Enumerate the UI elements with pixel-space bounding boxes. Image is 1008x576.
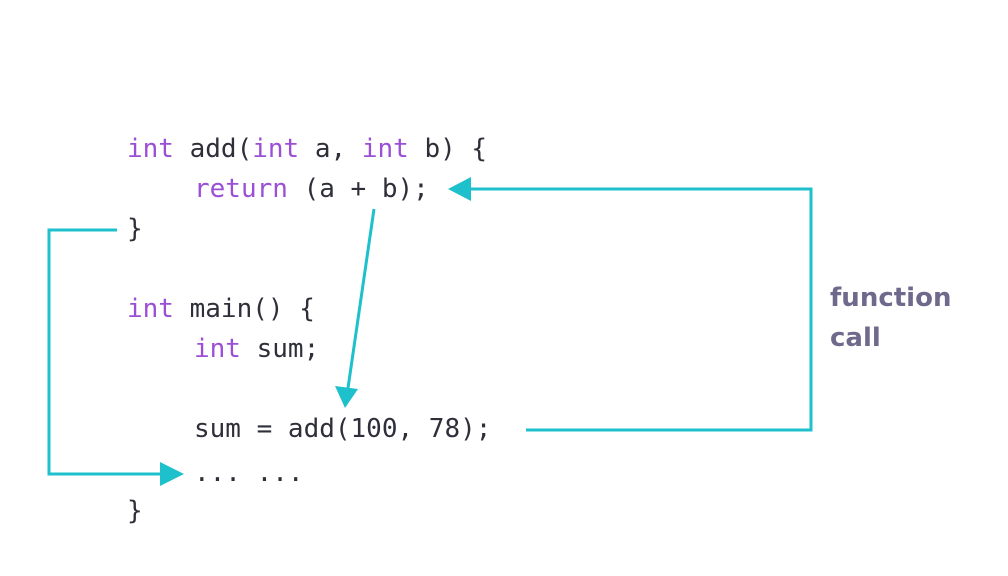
control-return-arrow-head bbox=[160, 462, 184, 486]
keyword-int: int bbox=[252, 134, 300, 164]
code-text: sum = add(100, 78); bbox=[194, 414, 492, 444]
closing-brace: } bbox=[127, 214, 143, 244]
control-return-arrow-line bbox=[47, 228, 162, 476]
code-text: add( bbox=[173, 134, 253, 164]
closing-brace: } bbox=[127, 496, 143, 526]
code-line-call-add: sum = add(100, 78); bbox=[194, 414, 491, 444]
code-text: b) { bbox=[408, 134, 488, 164]
code-line-close-main: } bbox=[127, 496, 143, 526]
call-arrow-line bbox=[470, 187, 813, 432]
annotation-line-function: function bbox=[830, 283, 952, 313]
keyword-int: int bbox=[194, 334, 241, 364]
call-arrow-head bbox=[448, 177, 471, 201]
keyword-int: int bbox=[127, 294, 174, 324]
keyword-return: return bbox=[194, 174, 288, 204]
code-line-ellipsis: ... ... bbox=[194, 458, 304, 488]
keyword-int: int bbox=[361, 134, 409, 164]
annotation-line-call: call bbox=[830, 323, 881, 353]
code-text: sum; bbox=[240, 334, 320, 364]
code-line-main-signature: int main() { bbox=[127, 294, 315, 324]
code-line-function-signature: int add(int a, int b) { bbox=[127, 134, 487, 164]
keyword-int: int bbox=[127, 134, 174, 164]
code-line-close-add: } bbox=[127, 214, 143, 244]
annotation-function-call: function call bbox=[830, 278, 951, 358]
code-line-declare-sum: int sum; bbox=[194, 334, 319, 364]
code-text: a, bbox=[299, 134, 362, 164]
return-value-arrow-line bbox=[346, 208, 376, 389]
ellipsis-text: ... ... bbox=[194, 458, 304, 488]
code-text: (a + b); bbox=[287, 174, 429, 204]
return-value-arrow-head bbox=[335, 386, 358, 408]
code-text: main() { bbox=[173, 294, 315, 324]
code-line-return: return (a + b); bbox=[194, 174, 429, 204]
